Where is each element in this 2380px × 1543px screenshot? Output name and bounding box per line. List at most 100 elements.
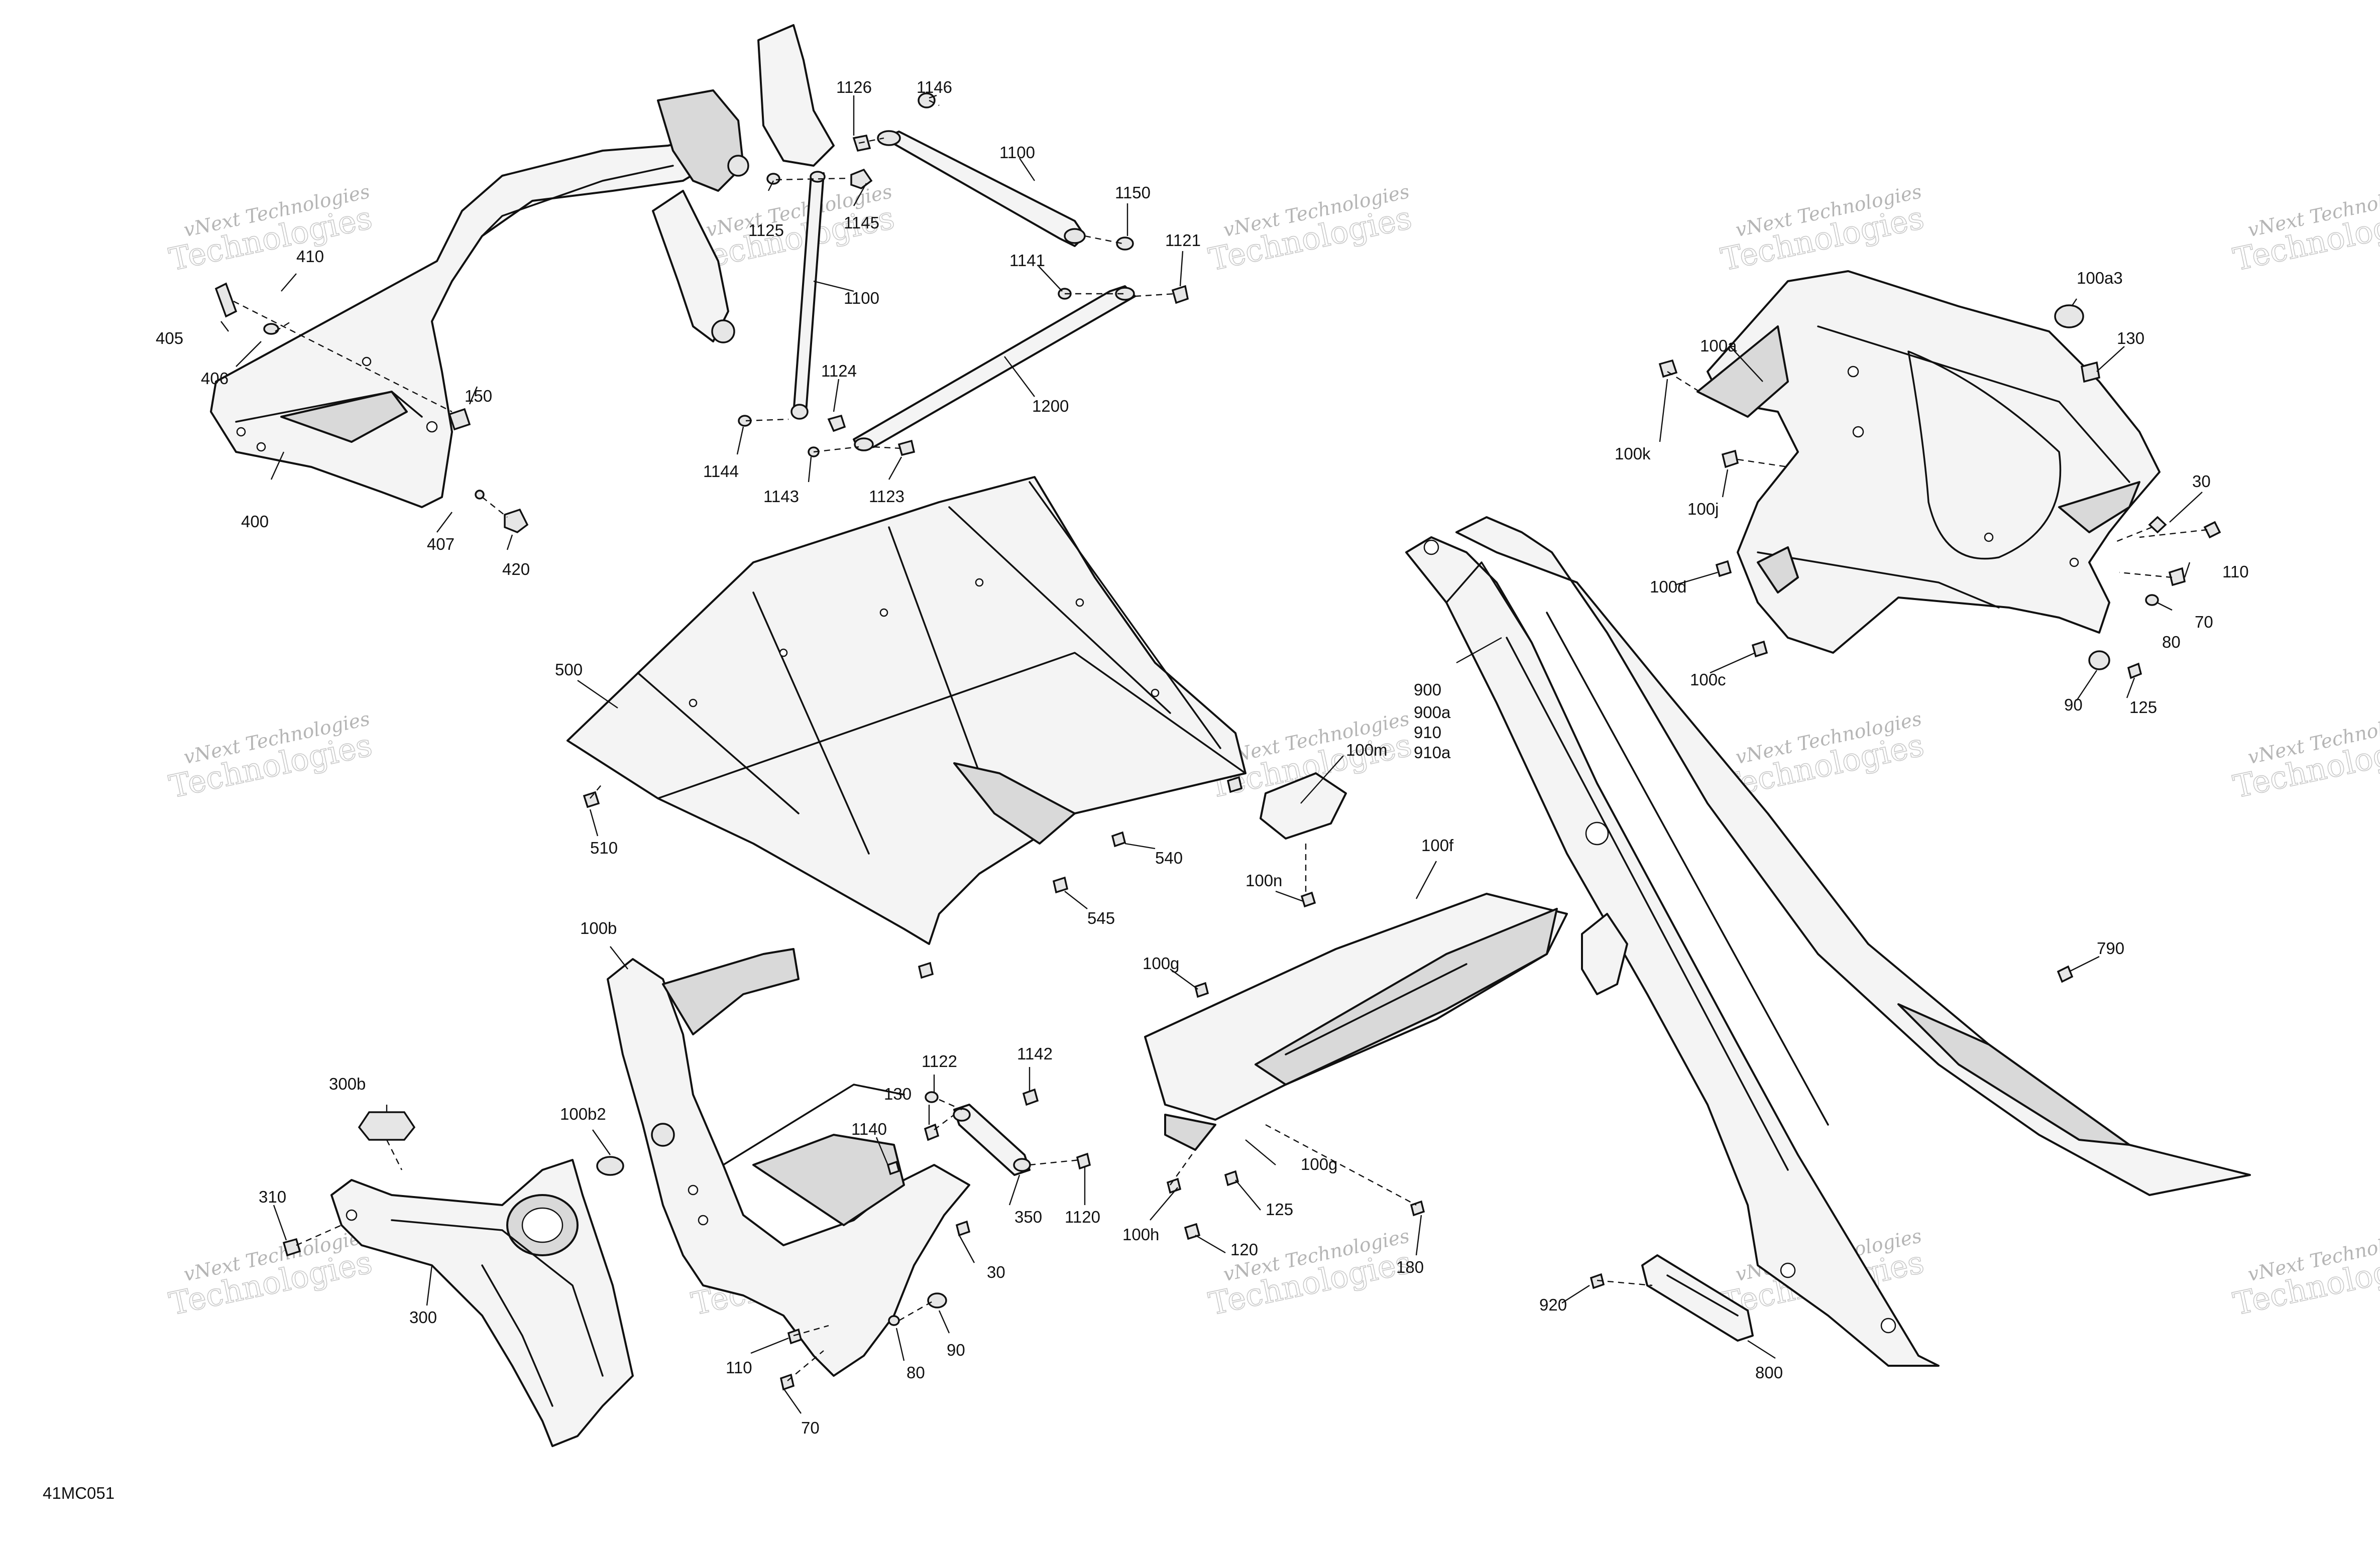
callout-100a3: 100a3 [2077, 269, 2123, 287]
assembly-dash-lines [233, 99, 2208, 1381]
callout-1150: 1150 [1115, 183, 1151, 202]
callout-410: 410 [296, 247, 324, 266]
callout-1121: 1121 [1165, 231, 1201, 250]
callout-1122: 1122 [922, 1052, 957, 1071]
floor-pan-part [566, 476, 1246, 945]
callout-90-front: 90 [947, 1341, 965, 1359]
callout-300: 300 [409, 1308, 437, 1327]
roll-bar-pivot-bracket [652, 24, 835, 343]
callout-100h: 100h [1122, 1225, 1159, 1244]
callout-1100-upper: 1100 [999, 143, 1035, 162]
callout-100b2: 100b2 [560, 1105, 606, 1123]
callout-1200: 1200 [1032, 397, 1069, 415]
callout-110-front: 110 [726, 1358, 752, 1377]
callout-100f: 100f [1421, 836, 1454, 855]
hardware-rear-frame [1658, 304, 2221, 679]
callout-310: 310 [259, 1188, 286, 1206]
callout-1142: 1142 [1017, 1044, 1053, 1063]
callout-80-rear: 80 [2162, 633, 2181, 651]
front-link-350 [953, 1104, 1031, 1176]
callout-406: 406 [201, 369, 229, 388]
callout-1146: 1146 [917, 78, 952, 96]
callout-1143: 1143 [763, 487, 799, 506]
callout-400: 400 [241, 512, 269, 531]
watermark: vNext Technologies Technologies [1718, 180, 1928, 278]
hardware-upper [214, 92, 1189, 533]
callout-110-rear: 110 [2222, 562, 2249, 581]
callout-1126: 1126 [836, 78, 872, 96]
callout-405: 405 [156, 329, 183, 347]
callout-500: 500 [555, 660, 583, 679]
hardware-front [779, 1088, 1091, 1391]
callout-545: 545 [1087, 909, 1115, 927]
brace-link-1200 [853, 285, 1136, 451]
callout-1120: 1120 [1065, 1208, 1100, 1226]
hardware-steering [282, 1111, 624, 1257]
callout-900: 900 [1414, 680, 1441, 699]
callout-120: 120 [1230, 1240, 1258, 1259]
callout-540: 540 [1155, 849, 1183, 867]
callout-300b: 300b [329, 1075, 366, 1093]
callout-80-front: 80 [906, 1363, 925, 1382]
callout-100j: 100j [1687, 500, 1719, 518]
rear-frame-module-part [1696, 270, 2161, 654]
watermark: vNext Technologies Technologies [166, 1225, 376, 1323]
leader-lines [220, 94, 2203, 1414]
callout-130-rear: 130 [2117, 329, 2144, 347]
callout-100c: 100c [1690, 670, 1726, 689]
callout-125-rear: 125 [2129, 698, 2157, 717]
callout-800: 800 [1755, 1363, 1783, 1382]
callout-350: 350 [1014, 1208, 1042, 1226]
callout-70-front: 70 [801, 1418, 820, 1437]
callout-1140: 1140 [851, 1120, 887, 1138]
steering-support-part [330, 1159, 634, 1447]
watermark: vNext Technologies Technologies [2230, 1225, 2380, 1323]
watermark: vNext Technologies Technologies [166, 707, 376, 805]
diagram-id: 41MC051 [43, 1484, 115, 1502]
callout-1144: 1144 [703, 462, 739, 481]
hardware-side-beam [1590, 965, 2074, 1289]
callout-1100-vertical: 1100 [844, 289, 879, 307]
callout-100k: 100k [1615, 444, 1651, 463]
callout-920: 920 [1539, 1295, 1567, 1314]
callout-790: 790 [2097, 939, 2124, 958]
watermark: vNext Technologies Technologies [2230, 707, 2380, 805]
callout-100g-right: 100g [1301, 1155, 1337, 1173]
callout-labels: 400 405 406 407 410 420 150 1100 1100 11… [156, 78, 2249, 1437]
callout-1123: 1123 [869, 487, 904, 506]
callout-420: 420 [502, 560, 530, 578]
callout-407: 407 [427, 535, 455, 553]
brace-link-1100-upper [877, 130, 1086, 247]
watermark: vNext Technologies Technologies [1205, 1225, 1415, 1323]
hardware-floor [583, 776, 1243, 979]
callout-910a: 910a [1414, 743, 1451, 762]
watermark: vNext Technologies Technologies [1205, 180, 1415, 278]
callout-130-front: 130 [884, 1085, 912, 1103]
callout-100m: 100m [1346, 741, 1388, 759]
watermark: vNext Technologies Technologies [2230, 180, 2380, 278]
callout-180: 180 [1396, 1258, 1424, 1276]
callout-1124: 1124 [821, 362, 857, 380]
callout-1125: 1125 [748, 221, 784, 240]
callout-1145: 1145 [844, 213, 879, 232]
callout-1141: 1141 [1009, 251, 1045, 270]
callout-70-rear: 70 [2195, 613, 2213, 631]
upper-roll-bar-part [210, 135, 734, 508]
callout-100g-left: 100g [1143, 954, 1179, 973]
callout-900a: 900a [1414, 703, 1451, 722]
callout-30-rear: 30 [2192, 472, 2211, 491]
front-bracket-part [607, 948, 970, 1377]
callout-910: 910 [1414, 723, 1441, 742]
callout-100d: 100d [1650, 577, 1686, 596]
side-beam-part [1405, 516, 2251, 1367]
callout-100n: 100n [1245, 871, 1282, 890]
callout-150: 150 [465, 387, 492, 405]
beam-plate-800 [1641, 1254, 1754, 1342]
callout-100b: 100b [580, 919, 617, 937]
callout-30-front: 30 [987, 1263, 1005, 1281]
callout-90-rear: 90 [2064, 695, 2083, 714]
brace-link-1100-vertical [790, 171, 826, 420]
callout-100a: 100a [1700, 336, 1737, 355]
callout-510: 510 [590, 839, 618, 857]
